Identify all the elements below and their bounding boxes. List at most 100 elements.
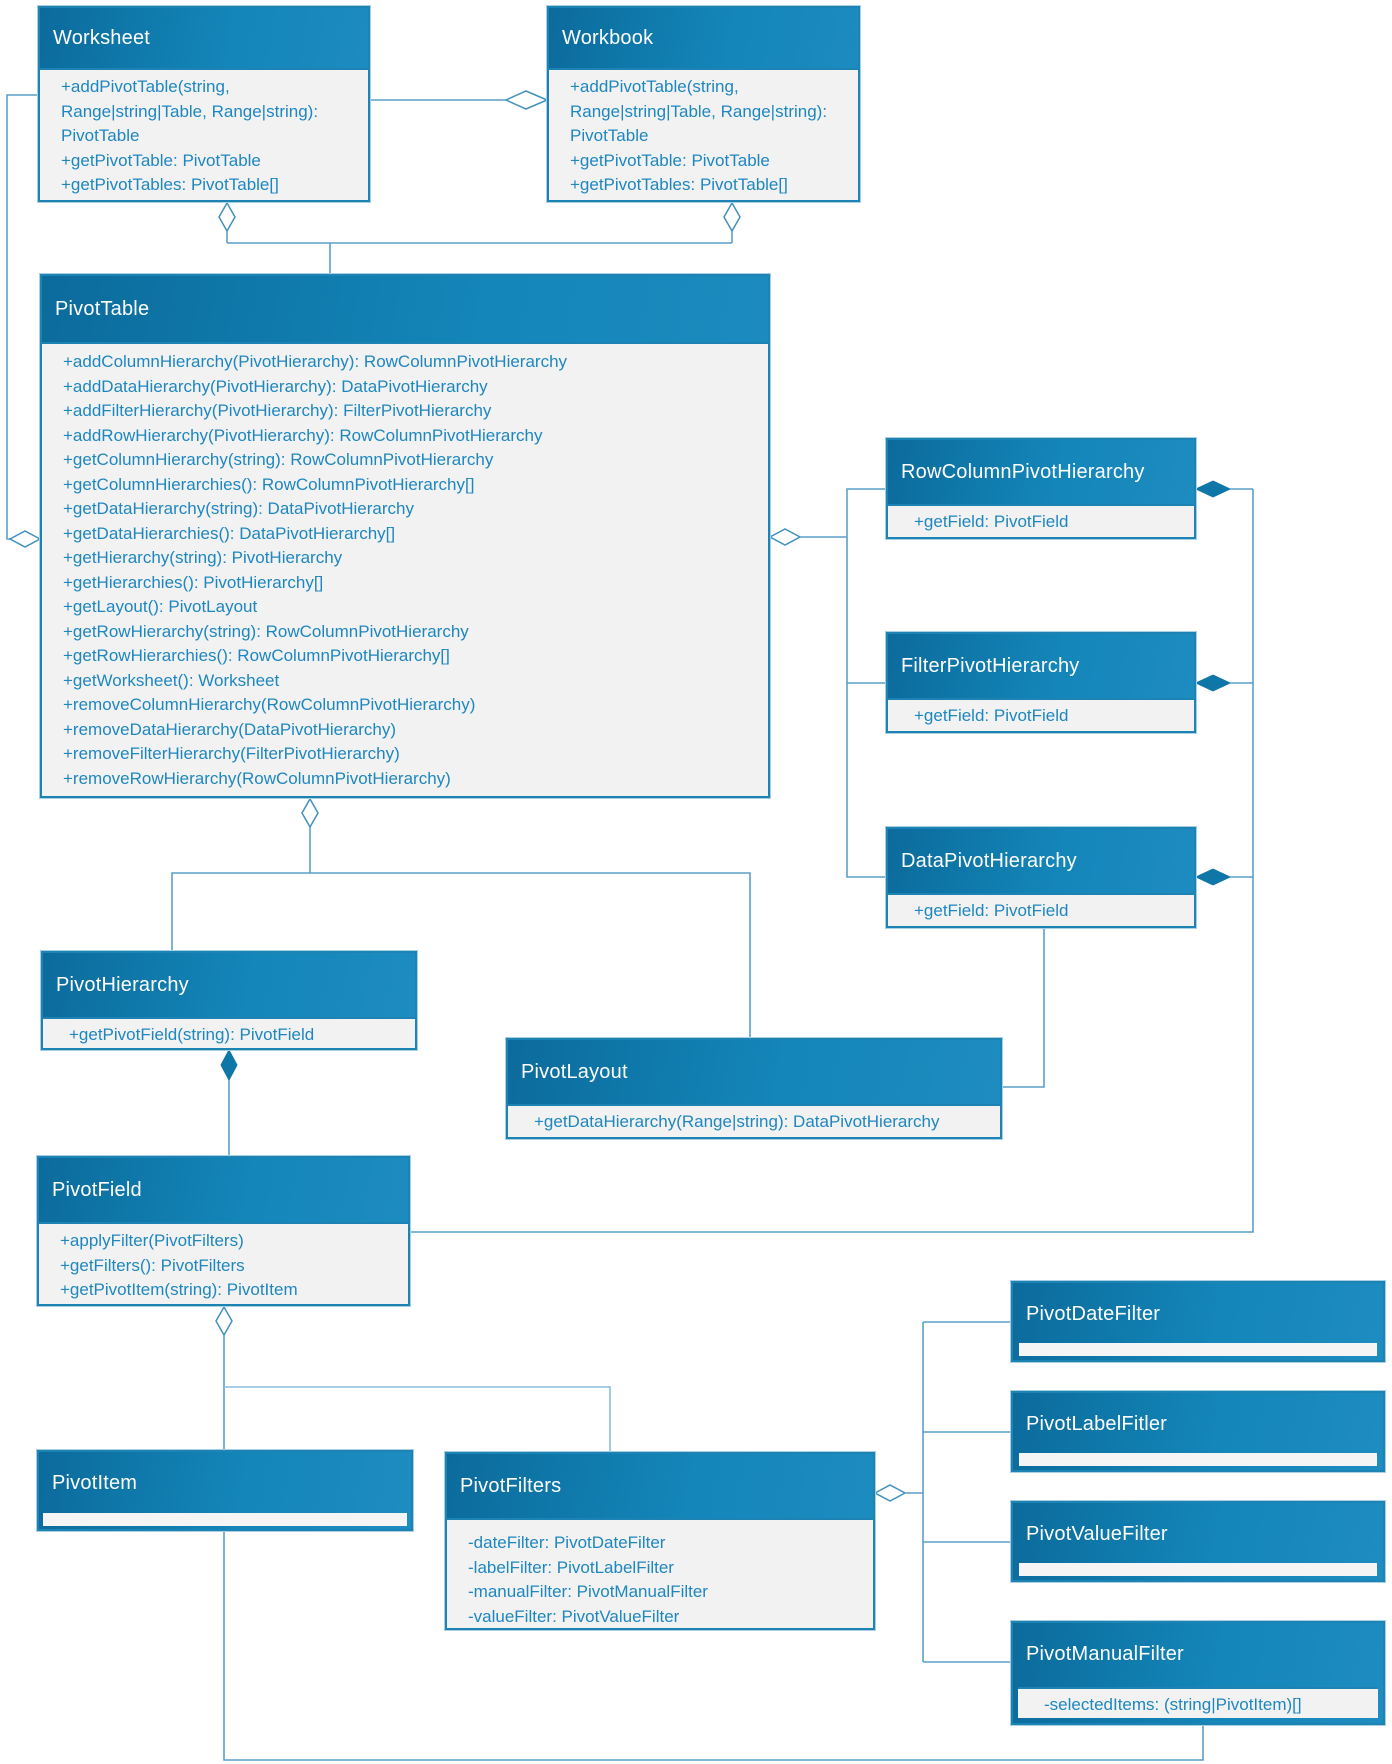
connector-pivotfield-pivotfilters bbox=[224, 1386, 611, 1452]
composition-diamond-filter bbox=[1194, 674, 1232, 692]
empty-member-compartment bbox=[43, 1513, 407, 1526]
class-members: +getPivotField(string): PivotField bbox=[43, 1017, 415, 1048]
class-member: +getPivotField(string): PivotField bbox=[69, 1025, 315, 1044]
class-title: Worksheet bbox=[53, 26, 151, 49]
class-member: +getWorksheet(): Worksheet bbox=[63, 670, 280, 690]
class-member: -valueFilter: PivotValueFilter bbox=[468, 1606, 680, 1626]
class-member: +getPivotTable: PivotTable bbox=[570, 150, 770, 170]
class-member: +getHierarchy(string): PivotHierarchy bbox=[63, 548, 343, 567]
composition-diamond-data bbox=[1194, 868, 1232, 886]
class-member: +removeColumnHierarchy(RowColumnPivotHie… bbox=[63, 695, 476, 714]
connector-hierarchies-pivotfield bbox=[410, 488, 1254, 1233]
class-member: +removeFilterHierarchy(FilterPivotHierar… bbox=[63, 744, 400, 763]
class-member: +getField: PivotField bbox=[914, 706, 1069, 725]
aggregation-diamond-pivotfilters-right bbox=[873, 1484, 907, 1502]
connector-top-junction bbox=[226, 231, 733, 274]
connector-datahierarchy-pivotlayout bbox=[1002, 928, 1045, 1088]
class-pivotvaluefilter: PivotValueFilter bbox=[1011, 1501, 1385, 1582]
class-members: -dateFilter: PivotDateFilter -labelFilter… bbox=[447, 1518, 873, 1628]
class-member: +addFilterHierarchy(PivotHierarchy): Fil… bbox=[63, 401, 492, 420]
class-filterpivothierarchy: FilterPivotHierarchy +getField: PivotFie… bbox=[886, 632, 1196, 733]
class-pivotfield: PivotField +applyFilter(PivotFilters) +ge… bbox=[37, 1156, 410, 1306]
aggregation-diamond-workbook bbox=[504, 90, 549, 110]
class-pivothierarchy: PivotHierarchy +getPivotField(string): P… bbox=[41, 951, 417, 1050]
class-member: +getRowHierarchies(): RowColumnPivotHier… bbox=[63, 646, 450, 665]
class-member: +getDataHierarchies(): DataPivotHierarch… bbox=[63, 523, 396, 543]
aggregation-diamond-pivottable-bottom bbox=[301, 797, 319, 829]
class-members: +getDataHierarchy(Range|string): DataPiv… bbox=[508, 1104, 1000, 1137]
class-members: +addColumnHierarchy(PivotHierarchy): Row… bbox=[42, 342, 768, 796]
class-member: +getDataHierarchy(string): DataPivotHier… bbox=[63, 499, 414, 518]
class-rowcolumnpivothierarchy: RowColumnPivotHierarchy +getField: Pivot… bbox=[886, 438, 1196, 539]
class-member: +getPivotTable: PivotTable bbox=[61, 150, 261, 170]
class-member: +getRowHierarchy(string): RowColumnPivot… bbox=[63, 621, 469, 641]
class-member: +getPivotTables: PivotTable[] bbox=[61, 175, 279, 194]
class-member: +addRowHierarchy(PivotHierarchy): RowCol… bbox=[63, 425, 543, 445]
class-title: RowColumnPivotHierarchy bbox=[901, 460, 1145, 483]
class-member: +getDataHierarchy(Range|string): DataPiv… bbox=[534, 1112, 940, 1131]
class-member: -labelFilter: PivotLabelFilter bbox=[468, 1557, 674, 1577]
empty-member-compartment bbox=[1019, 1343, 1377, 1356]
class-pivotlabelfitler: PivotLabelFitler bbox=[1011, 1391, 1385, 1472]
class-title: PivotHierarchy bbox=[56, 973, 189, 996]
class-title: PivotManualFilter bbox=[1026, 1642, 1184, 1665]
class-pivotdatefilter: PivotDateFilter bbox=[1011, 1281, 1385, 1362]
class-title: PivotLayout bbox=[521, 1060, 628, 1083]
class-datapivothierarchy: DataPivotHierarchy +getField: PivotField bbox=[886, 827, 1196, 928]
connector-pivottable-hierarchies bbox=[800, 488, 886, 878]
aggregation-diamond-pivottable-left bbox=[8, 530, 42, 548]
class-workbook: Workbook +addPivotTable(string, Range|st… bbox=[547, 6, 860, 202]
class-title: PivotField bbox=[52, 1178, 142, 1201]
class-title: Workbook bbox=[562, 26, 654, 49]
class-member: -manualFilter: PivotManualFilter bbox=[468, 1582, 708, 1601]
class-members: -selectedItems: (string|PivotItem)[] bbox=[1018, 1687, 1378, 1718]
class-members: +addPivotTable(string, Range|string|Tabl… bbox=[40, 68, 368, 200]
class-member: -dateFilter: PivotDateFilter bbox=[468, 1533, 666, 1552]
class-title: PivotValueFilter bbox=[1026, 1522, 1168, 1545]
class-title: PivotFilters bbox=[460, 1474, 562, 1497]
composition-diamond-pivothierarchy bbox=[220, 1048, 238, 1082]
class-members: +getField: PivotField bbox=[888, 504, 1194, 537]
class-member: +getPivotItem(string): PivotItem bbox=[60, 1280, 298, 1299]
connector-worksheet-pivottable bbox=[6, 94, 38, 540]
class-pivotlayout: PivotLayout +getDataHierarchy(Range|stri… bbox=[506, 1038, 1002, 1139]
class-member: +removeDataHierarchy(DataPivotHierarchy) bbox=[63, 719, 397, 739]
class-pivottable: PivotTable +addColumnHierarchy(PivotHier… bbox=[40, 274, 770, 798]
composition-diamond-rowcolumn bbox=[1194, 480, 1232, 498]
class-worksheet: Worksheet +addPivotTable(string, Range|s… bbox=[38, 6, 370, 202]
aggregation-diamond-pivottable-right bbox=[768, 528, 802, 546]
class-member: +applyFilter(PivotFilters) bbox=[60, 1231, 244, 1250]
class-member: +getFilters(): PivotFilters bbox=[60, 1255, 245, 1275]
class-title: PivotLabelFitler bbox=[1026, 1412, 1168, 1435]
class-title: PivotItem bbox=[52, 1471, 138, 1494]
class-member: +addPivotTable(string, Range|string|Tabl… bbox=[570, 77, 828, 145]
empty-member-compartment bbox=[1019, 1453, 1377, 1466]
class-member: +getColumnHierarchy(string): RowColumnPi… bbox=[63, 450, 494, 469]
class-member: +getLayout(): PivotLayout bbox=[63, 597, 258, 616]
aggregation-diamond-worksheet-bottom bbox=[218, 201, 236, 233]
class-member: +addColumnHierarchy(PivotHierarchy): Row… bbox=[63, 352, 568, 371]
aggregation-diamond-pivotfield-bottom bbox=[215, 1305, 233, 1337]
class-member: +getField: PivotField bbox=[914, 901, 1069, 920]
connector-pivotitem-manualfilter bbox=[223, 1531, 1204, 1761]
connector-pivottable-hierarchy-layout bbox=[171, 827, 751, 1038]
aggregation-diamond-workbook-bottom bbox=[723, 201, 741, 233]
class-members: +applyFilter(PivotFilters) +getFilters():… bbox=[39, 1222, 408, 1304]
class-title: PivotTable bbox=[55, 297, 150, 320]
class-title: DataPivotHierarchy bbox=[901, 849, 1077, 872]
class-pivotfilters: PivotFilters -dateFilter: PivotDateFilte… bbox=[445, 1452, 875, 1630]
connector-pivotfilters-filters bbox=[905, 1321, 1011, 1663]
class-pivotmanualfilter: PivotManualFilter -selectedItems: (strin… bbox=[1011, 1621, 1385, 1725]
class-member: +getField: PivotField bbox=[914, 512, 1069, 531]
class-members: +getField: PivotField bbox=[888, 698, 1194, 731]
class-member: -selectedItems: (string|PivotItem)[] bbox=[1044, 1695, 1302, 1714]
class-members: +addPivotTable(string, Range|string|Tabl… bbox=[549, 68, 858, 200]
class-members: +getField: PivotField bbox=[888, 893, 1194, 926]
class-member: +getColumnHierarchies(): RowColumnPivotH… bbox=[63, 474, 475, 494]
empty-member-compartment bbox=[1019, 1563, 1377, 1576]
class-pivotitem: PivotItem bbox=[37, 1450, 413, 1531]
class-member: +removeRowHierarchy(RowColumnPivotHierar… bbox=[63, 768, 451, 788]
class-member: +addPivotTable(string, Range|string|Tabl… bbox=[61, 77, 319, 145]
